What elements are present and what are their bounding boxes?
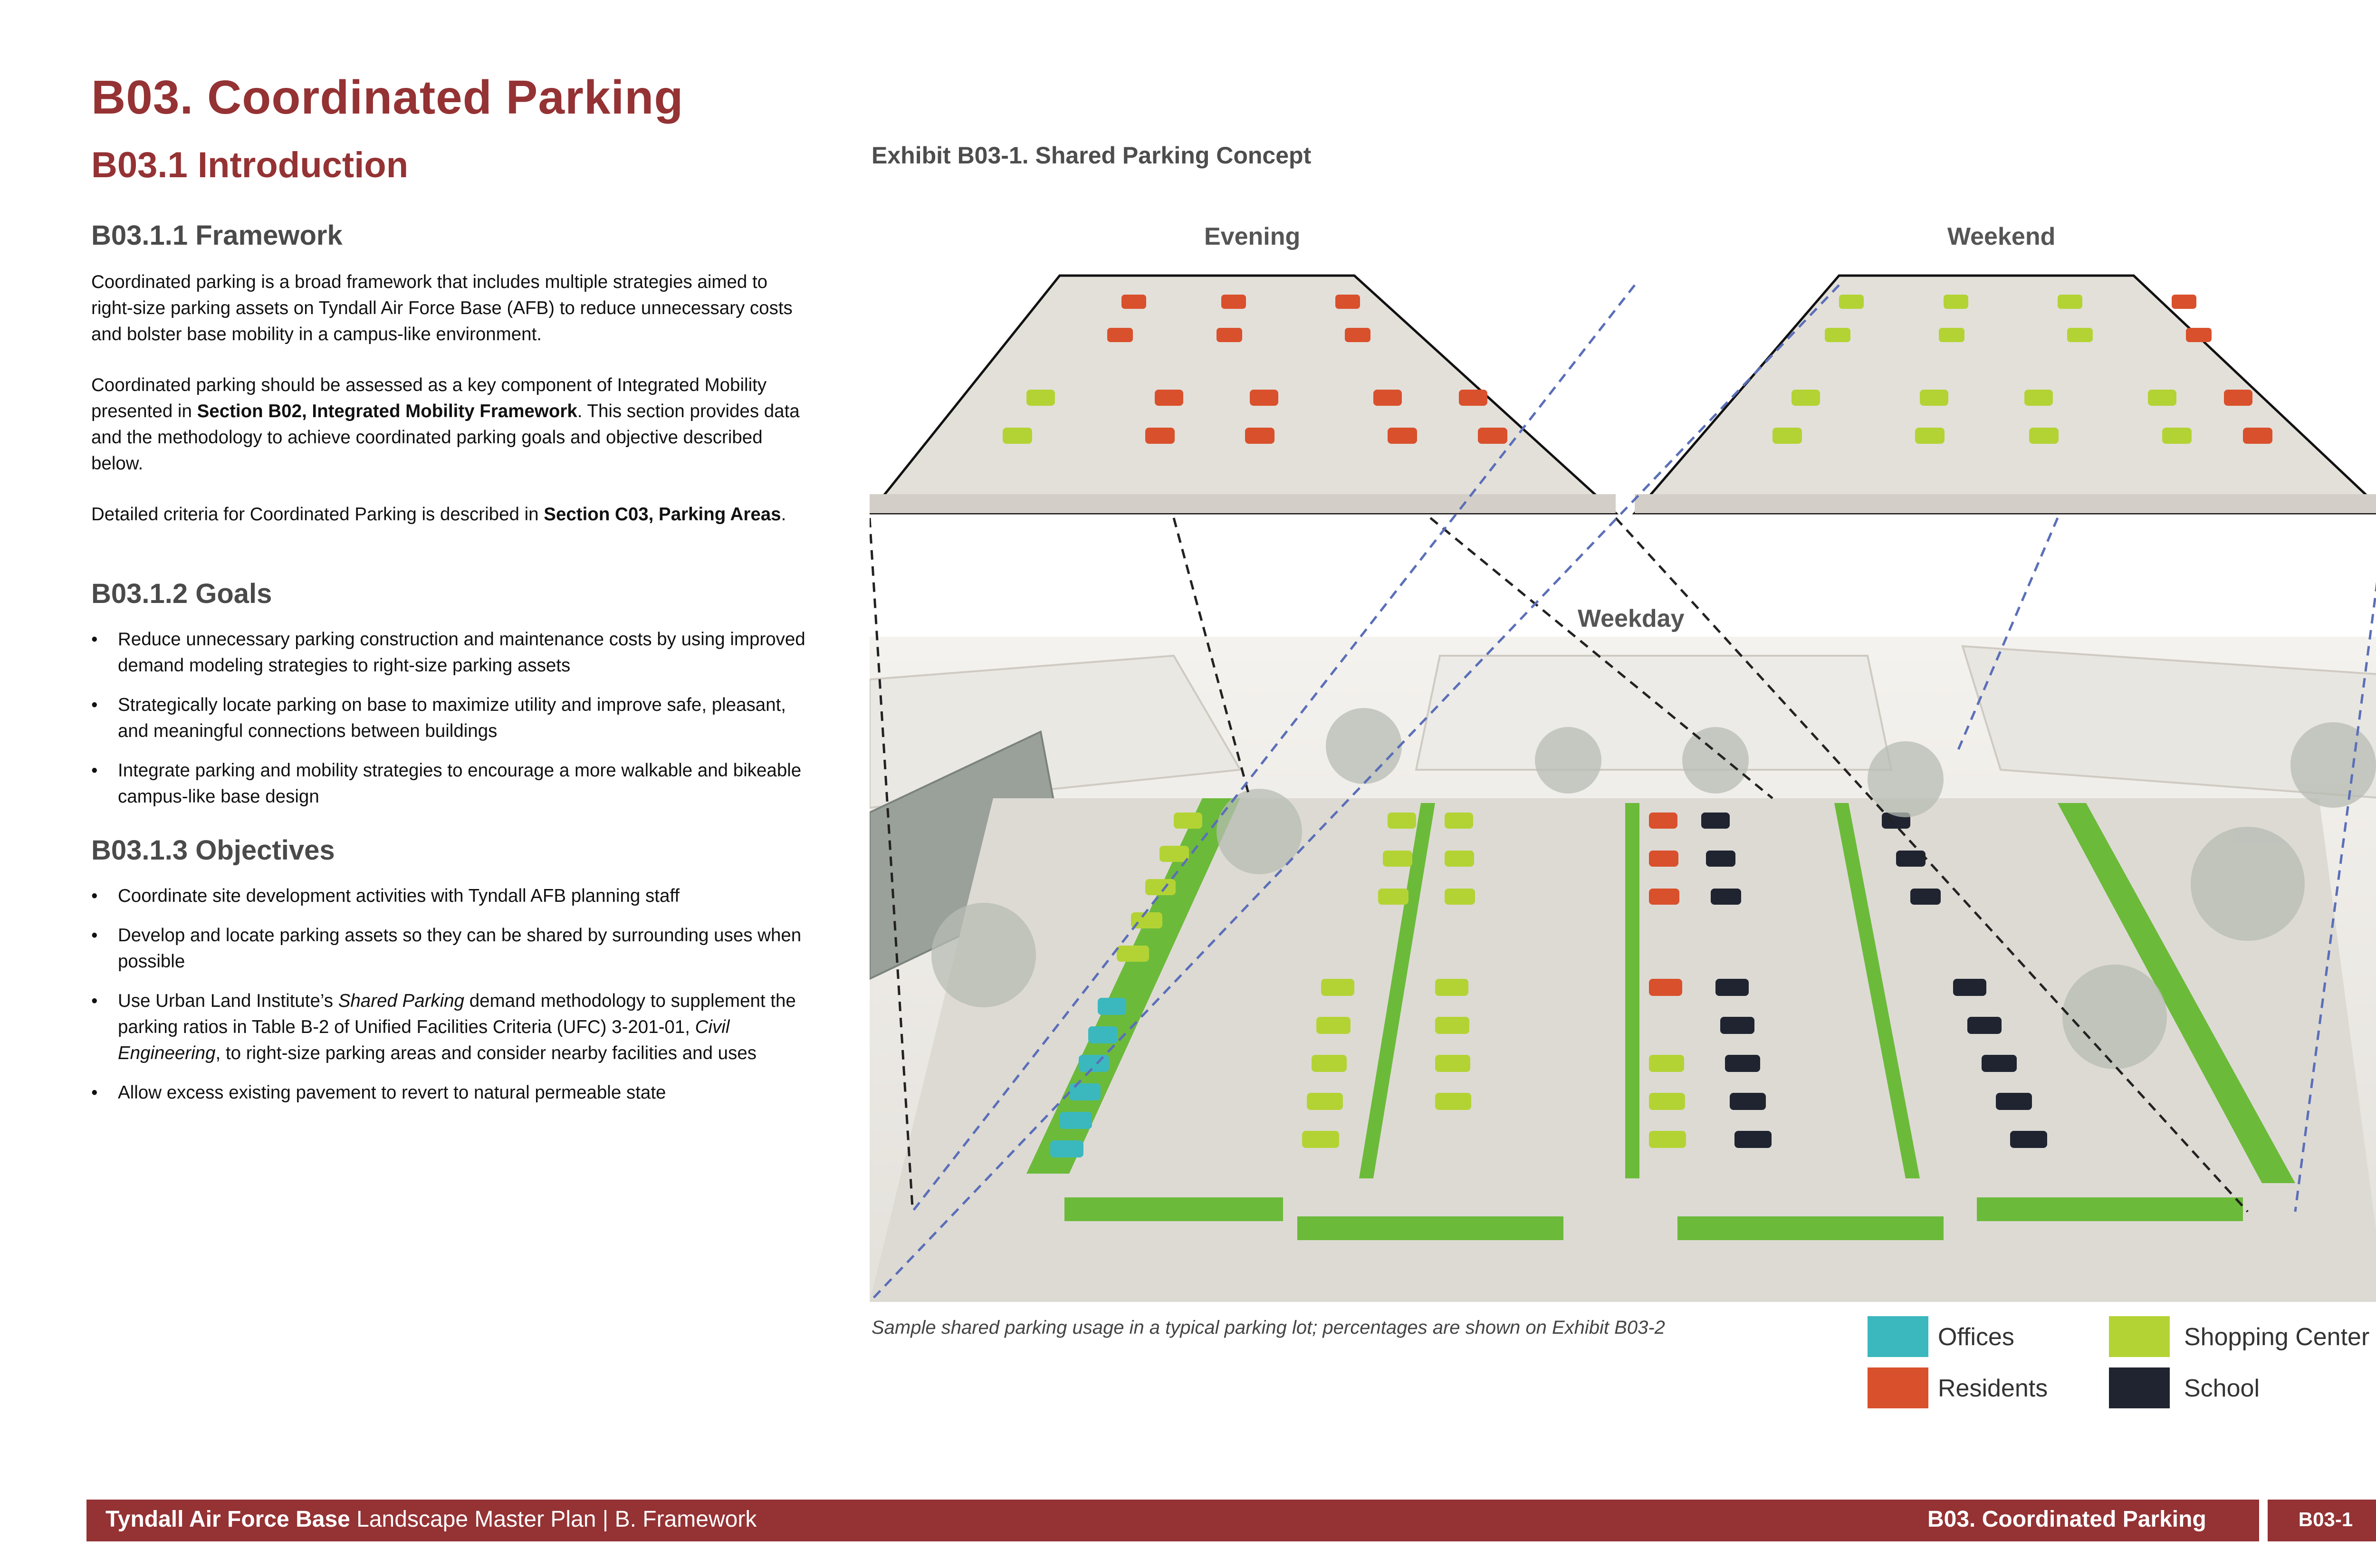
framework-paragraph-2: Coordinated parking should be assessed a… (91, 375, 800, 474)
page-title: B03. Coordinated Parking (91, 71, 684, 124)
weekday-cars-shopping (1117, 813, 1686, 1148)
weekend-inset (1632, 274, 2376, 515)
framework-paragraph-3: Detailed criteria for Coordinated Parkin… (91, 504, 786, 525)
goal-item: Reduce unnecessary parking construction … (91, 626, 814, 679)
panel-label-evening: Evening (1204, 223, 1301, 250)
weekend-cars (1772, 295, 2272, 444)
legend-swatch-shopping (2109, 1316, 2170, 1357)
grass-strip (1297, 1216, 1563, 1240)
objectives-heading: B03.1.3 Objectives (91, 835, 335, 866)
evening-inset (870, 274, 1619, 515)
building-right (1961, 645, 2376, 799)
grass-strip (1677, 1216, 1944, 1240)
goal-item: Strategically locate parking on base to … (91, 692, 814, 744)
footer-section-title: B03. Coordinated Parking (1927, 1507, 2206, 1532)
evening-cars (1003, 295, 1507, 444)
weekday-cars-residents (1649, 813, 1682, 996)
footer-bar (86, 1500, 2259, 1541)
grass-strip (1977, 1197, 2243, 1221)
framework-heading: B03.1.1 Framework (91, 220, 343, 251)
weekday-cars-offices (1050, 998, 1126, 1157)
panel-label-weekday: Weekday (1578, 605, 1685, 632)
grass-strip (1064, 1197, 1283, 1221)
goal-item: Integrate parking and mobility strategie… (91, 757, 814, 810)
legend-label-residents: Residents (1938, 1375, 2048, 1402)
section-heading-introduction: B03.1 Introduction (91, 145, 409, 185)
exhibit-title: Exhibit B03-1. Shared Parking Concept (872, 142, 1312, 169)
building-center (1415, 655, 1893, 771)
section-c03-reference: Section C03, Parking Areas (544, 504, 781, 525)
legend-swatch-residents (1868, 1367, 1928, 1408)
trees (931, 708, 2376, 1069)
pavement (870, 798, 2376, 1302)
grass-strip (1625, 803, 1639, 1178)
framework-text: Coordinated parking is a broad framework… (91, 269, 814, 552)
goals-heading: B03.1.2 Goals (91, 578, 272, 609)
objective-item: Develop and locate parking assets so the… (91, 922, 814, 975)
framework-paragraph-1: Coordinated parking is a broad framework… (91, 272, 793, 344)
grass-strip (1834, 803, 1920, 1178)
grass-strip (2058, 803, 2295, 1183)
objectives-list: Coordinate site development activities w… (91, 883, 814, 1119)
section-b02-reference: Section B02, Integrated Mobility Framewo… (197, 401, 577, 421)
objective-item: Coordinate site development activities w… (91, 883, 814, 909)
legend-swatch-offices (1868, 1316, 1928, 1357)
shared-parking-illustration (870, 274, 2376, 1302)
legend-label-shopping: Shopping Center (2184, 1323, 2370, 1351)
legend-swatch-school (2109, 1367, 2170, 1408)
legend-label-offices: Offices (1938, 1323, 2014, 1351)
page-number-box (2268, 1500, 2376, 1541)
exhibit-caption: Sample shared parking usage in a typical… (872, 1317, 1665, 1338)
legend-label-school: School (2184, 1375, 2260, 1402)
objective-item: Allow excess existing pavement to revert… (91, 1080, 814, 1106)
goals-list: Reduce unnecessary parking construction … (91, 626, 814, 823)
inset-connector-lines (870, 284, 2376, 1302)
panel-label-weekend: Weekend (1947, 223, 2056, 250)
footer-document-title: Tyndall Air Force Base Landscape Master … (105, 1507, 757, 1532)
objective-item: Use Urban Land Institute’s Shared Parkin… (91, 988, 814, 1066)
page-number: B03-1 (2298, 1508, 2353, 1530)
grass-strip (1359, 803, 1435, 1178)
